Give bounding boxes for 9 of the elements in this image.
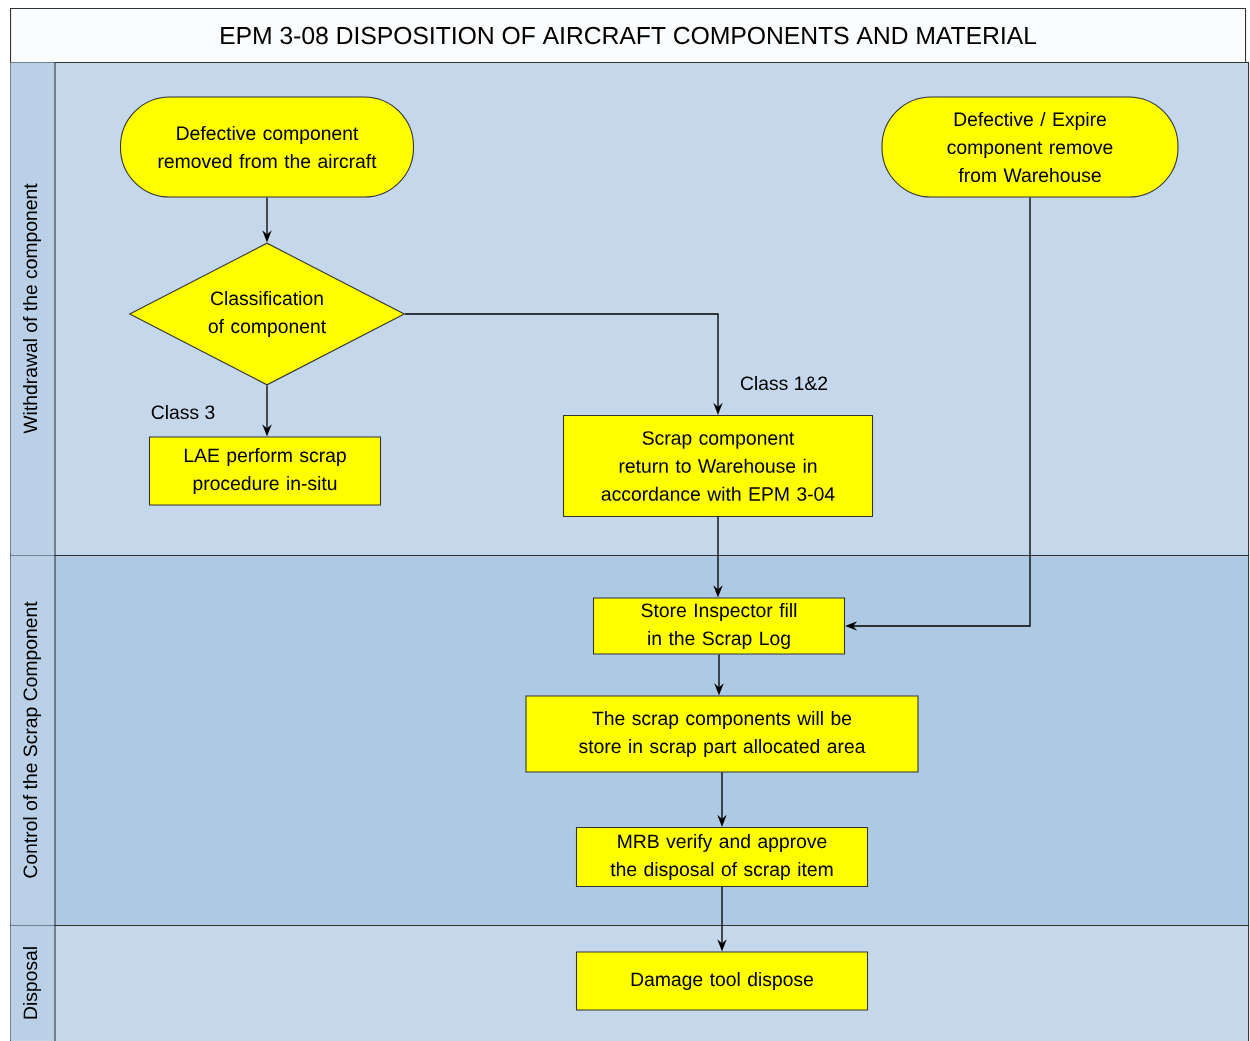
process-box: Scrap component return to Warehouse in accordance with EPM 3-04 [562,414,874,518]
process-box: MRB verify and approve the disposal of scrap item [575,826,869,888]
process-box: LAE perform scrap procedure in-situ [148,436,382,506]
terminal-box: Defective component removed from the aircraft [119,96,415,198]
process-box: Damage tool dispose [575,951,869,1011]
title-bar: EPM 3-08 DISPOSITION OF AIRCRAFT COMPONENTS AND MATERIAL [10,8,1247,64]
process-box: The scrap components will be store in scrap part allocated area [525,695,919,773]
terminal-box: Defective / Expire component remove from Warehouse [881,96,1179,198]
process-box: Store Inspector fill in the Scrap Log [592,597,846,655]
